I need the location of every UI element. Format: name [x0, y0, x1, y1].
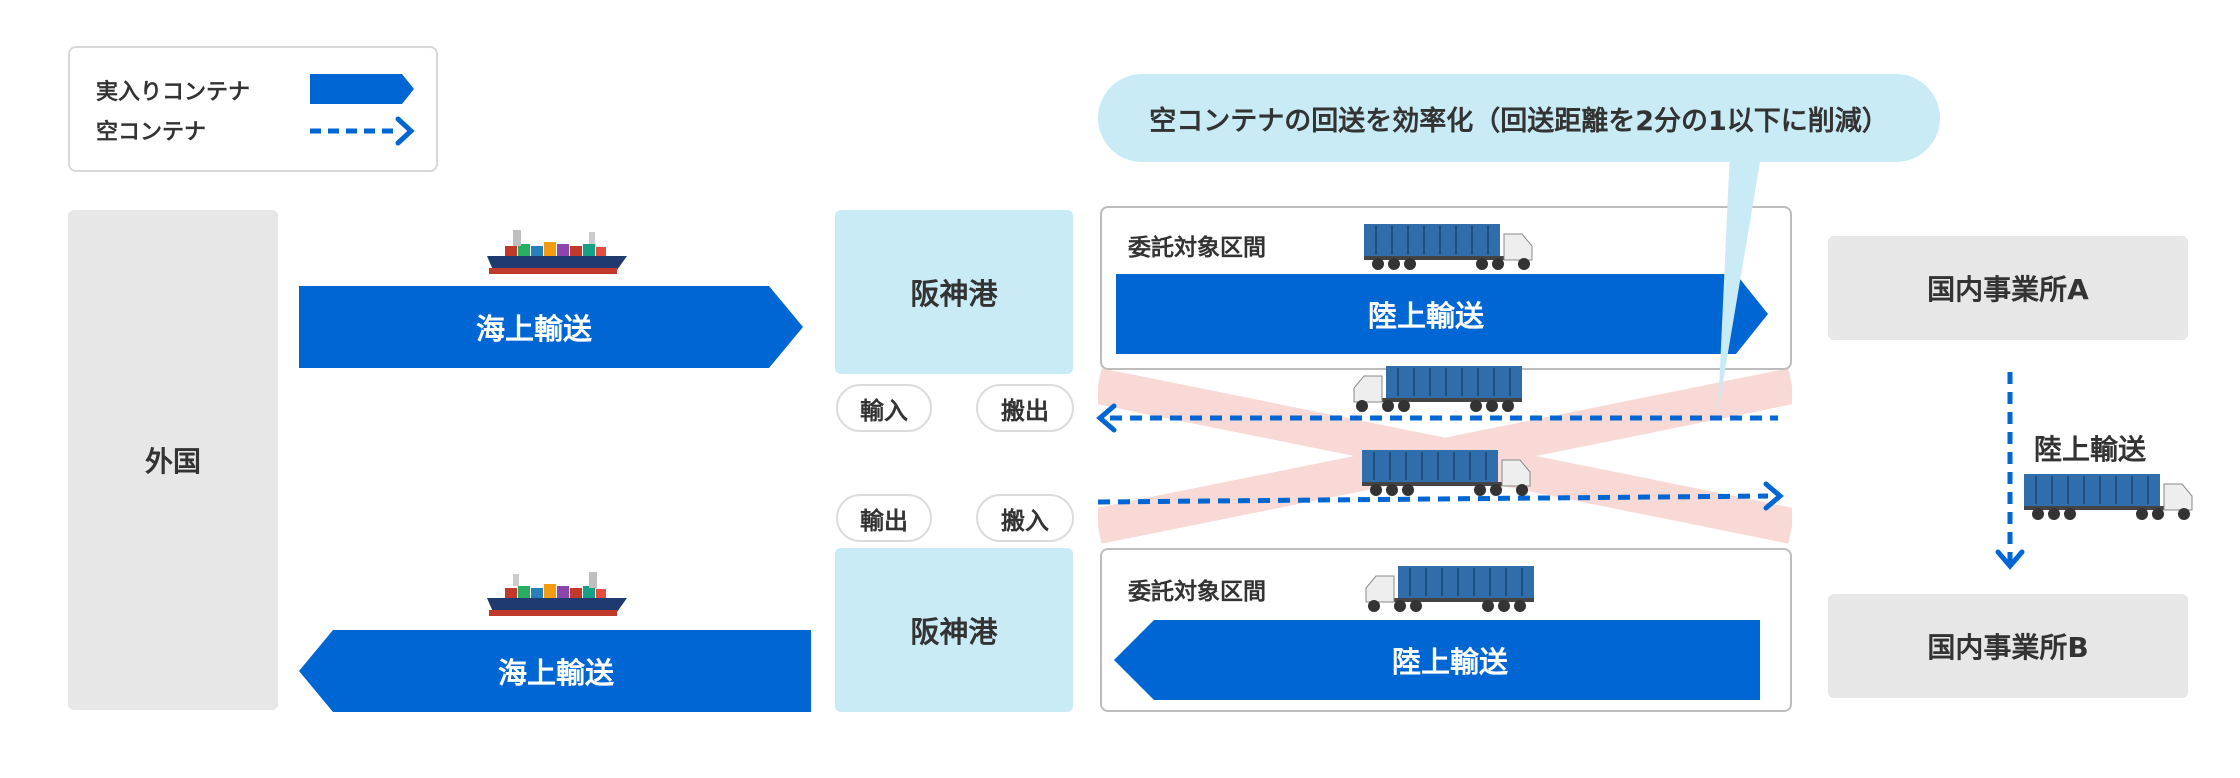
- container-truck-icon: [1364, 224, 1533, 270]
- callout-bubble: 空コンテナの回送を効率化（回送距離を2分の1以下に削減）: [1098, 74, 1940, 162]
- empty-return-arrow-left: [1096, 403, 1778, 433]
- legend-empty-label: 空コンテナ: [96, 120, 207, 145]
- sea-transport-label-bottom: 海上輸送: [497, 656, 614, 690]
- legend-full-label: 実入りコンテナ: [96, 80, 251, 105]
- callout-pointer: [1718, 150, 1762, 412]
- container-truck-icon: [2024, 474, 2193, 520]
- land-transport-arrow-top: [1116, 274, 1768, 354]
- office-b-box: 国内事業所B: [1828, 594, 2188, 698]
- land-transport-label-right: 陸上輸送: [2034, 433, 2147, 466]
- port-label-top: 阪神港: [910, 277, 998, 311]
- office-a-label: 国内事業所A: [1927, 273, 2089, 306]
- container-truck-icon: [1362, 450, 1531, 496]
- sea-transport-arrow-bottom: [299, 630, 811, 712]
- container-truck-icon: [1365, 566, 1534, 612]
- port-hanshin-bottom: 阪神港: [835, 548, 1073, 712]
- office-a-box: 国内事業所A: [1828, 236, 2188, 340]
- section-label-top: 委託対象区間: [1128, 235, 1266, 261]
- sea-transport-label-top: 海上輸送: [475, 312, 592, 346]
- foreign-box: 外国: [68, 210, 278, 710]
- office-b-label: 国内事業所B: [1927, 631, 2089, 664]
- container-truck-icon: [1353, 366, 1522, 412]
- land-transport-label-bottom: 陸上輸送: [1391, 645, 1508, 679]
- legend-empty-arrow: [310, 116, 415, 146]
- pill-carry-in: 搬入: [976, 494, 1074, 542]
- pill-carry-out: 搬出: [976, 384, 1074, 432]
- sea-transport-arrow-top: [299, 286, 803, 368]
- legend: 実入りコンテナ 空コンテナ: [68, 46, 438, 172]
- empty-return-arrow-right: [1098, 481, 1784, 511]
- pill-export: 輸出: [836, 494, 932, 542]
- empty-arrow-vertical: [1995, 372, 2025, 570]
- foreign-label: 外国: [144, 445, 201, 478]
- port-hanshin-top: 阪神港: [835, 210, 1073, 374]
- pill-import: 輸入: [836, 384, 932, 432]
- callout-text: 空コンテナの回送を効率化（回送距離を2分の1以下に削減）: [1149, 105, 1889, 137]
- port-label-bottom: 阪神港: [910, 615, 998, 649]
- land-transport-label-top: 陸上輸送: [1367, 299, 1484, 333]
- section-label-bottom: 委託対象区間: [1128, 579, 1266, 605]
- legend-full-arrow: [310, 74, 414, 104]
- land-transport-arrow-bottom: [1114, 620, 1760, 700]
- container-ship-icon: [487, 230, 627, 274]
- container-ship-icon: [487, 572, 627, 616]
